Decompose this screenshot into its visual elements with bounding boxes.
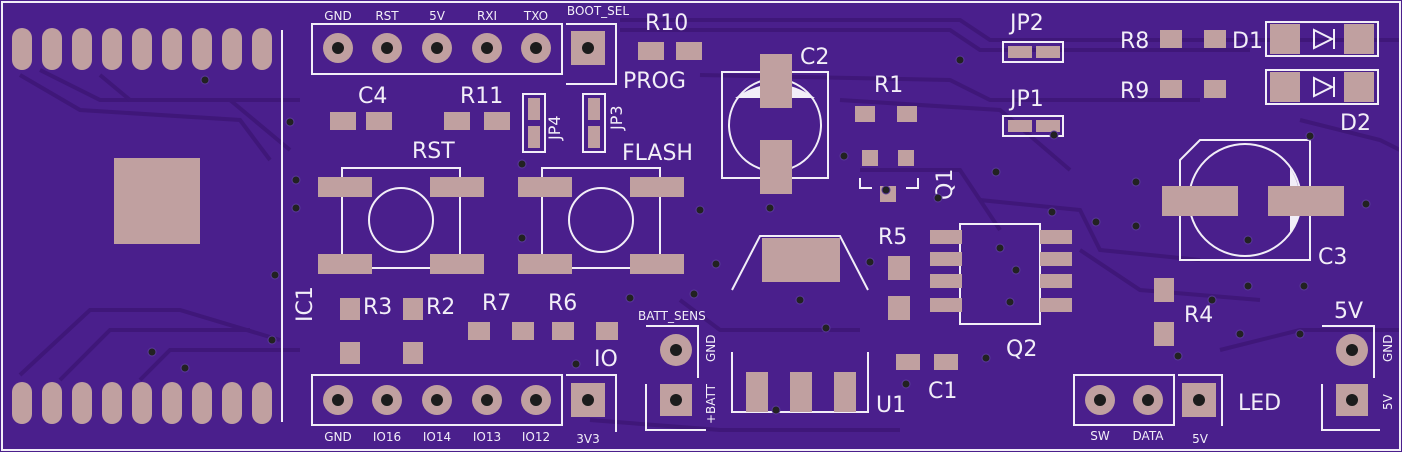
c4-capacitor: C4 [330, 84, 392, 130]
batt-sens-label: BATT_SENS [638, 309, 706, 323]
prog-label: PROG [623, 69, 686, 94]
r1-resistor: R1 [855, 73, 917, 122]
batt-sens-connector: BATT_SENS GND +BATT [638, 309, 718, 431]
r6-resistor: R6 [548, 291, 618, 340]
pin-label-bottom: IO12 [522, 430, 550, 444]
flash-button: FLASH [518, 141, 693, 274]
rst-button: RST [318, 139, 484, 274]
ic1-module: IC1 [12, 28, 318, 424]
c3-label: C3 [1318, 245, 1347, 270]
u1-regulator: U1 [731, 235, 906, 418]
d1-diode: D1 [1232, 21, 1379, 57]
power-gnd-label: GND [1381, 334, 1395, 362]
jp1-jumper: JP1 [1002, 87, 1064, 137]
jp2-jumper: JP2 [1002, 11, 1064, 63]
led-sw-label: SW [1090, 429, 1110, 443]
jp2-label: JP2 [1008, 11, 1044, 36]
r3-resistor: R3 [340, 295, 392, 364]
c3-capacitor: C3 [1162, 139, 1347, 270]
r8-label: R8 [1120, 29, 1149, 54]
r4-label: R4 [1184, 303, 1213, 328]
pin-label-top: RST [375, 9, 399, 23]
pin-label-bottom: IO16 [373, 430, 401, 444]
led-connector: SW DATA 5V LED [1073, 374, 1281, 446]
r8-resistor: R8 [1120, 29, 1226, 54]
bottom-header: GND IO16 IO14 IO13 IO12 3V3 IO [311, 347, 618, 446]
jp3-jumper: JP3 [582, 93, 626, 153]
c2-label: C2 [800, 45, 829, 70]
r11-resistor: R11 [444, 84, 510, 130]
copper-traces [18, 18, 1401, 432]
q2-transistor: Q2 [930, 223, 1072, 362]
r1-label: R1 [874, 73, 903, 98]
batt-plus-label: +BATT [704, 383, 718, 424]
r2-resistor: R2 [403, 295, 455, 364]
u1-label: U1 [876, 393, 906, 418]
power-5v-label: 5V [1334, 299, 1363, 324]
top-header: GND RST 5V RXI TXO BOOT_SEL [311, 4, 629, 85]
pin-label-top: RXI [477, 9, 497, 23]
io-label: IO [594, 347, 618, 372]
r7-label: R7 [482, 291, 511, 316]
r7-resistor: R7 [468, 291, 534, 340]
v3-label: 3V3 [576, 432, 599, 446]
led-data-label: DATA [1133, 429, 1165, 443]
pin-label-bottom: GND [324, 430, 352, 444]
d1-label: D1 [1232, 29, 1263, 54]
pin-label-top: GND [324, 9, 352, 23]
r4-resistor: R4 [1154, 278, 1213, 346]
jp3-label: JP3 [607, 105, 626, 131]
jp1-label: JP1 [1008, 87, 1044, 112]
r3-label: R3 [363, 295, 392, 320]
flash-label: FLASH [622, 141, 693, 166]
q1-transistor: Q1 [859, 150, 958, 202]
jp4-label: JP4 [545, 115, 564, 141]
r9-label: R9 [1120, 79, 1149, 104]
ic1-label: IC1 [293, 286, 318, 322]
rst-label: RST [412, 139, 455, 164]
power-v-label: 5V [1381, 393, 1395, 410]
jp4-jumper: JP4 [522, 93, 564, 153]
led-label: LED [1238, 391, 1281, 416]
boot-sel-label: BOOT_SEL [567, 4, 629, 18]
r5-label: R5 [878, 225, 907, 250]
vias [147, 55, 1371, 415]
c1-capacitor: C1 [896, 354, 958, 404]
c2-capacitor: C2 [721, 45, 829, 194]
pin-label-top: TXO [523, 9, 548, 23]
q2-label: Q2 [1006, 337, 1037, 362]
r5-resistor: R5 [878, 225, 910, 320]
pin-label-bottom: IO14 [423, 430, 451, 444]
r9-resistor: R9 [1120, 79, 1226, 104]
batt-gnd-label: GND [704, 334, 718, 362]
pin-label-bottom: IO13 [473, 430, 501, 444]
pin-label-top: 5V [429, 9, 446, 23]
r10-resistor: R10 PROG [623, 11, 702, 94]
led-5v-label: 5V [1192, 432, 1209, 446]
r6-label: R6 [548, 291, 577, 316]
r11-label: R11 [460, 84, 503, 109]
d2-label: D2 [1340, 111, 1371, 136]
c4-label: C4 [358, 84, 387, 109]
d2-diode: D2 [1265, 69, 1379, 136]
r10-label: R10 [645, 11, 688, 36]
r2-label: R2 [426, 295, 455, 320]
power-connector: 5V GND 5V [1321, 299, 1395, 431]
c1-label: C1 [928, 379, 957, 404]
